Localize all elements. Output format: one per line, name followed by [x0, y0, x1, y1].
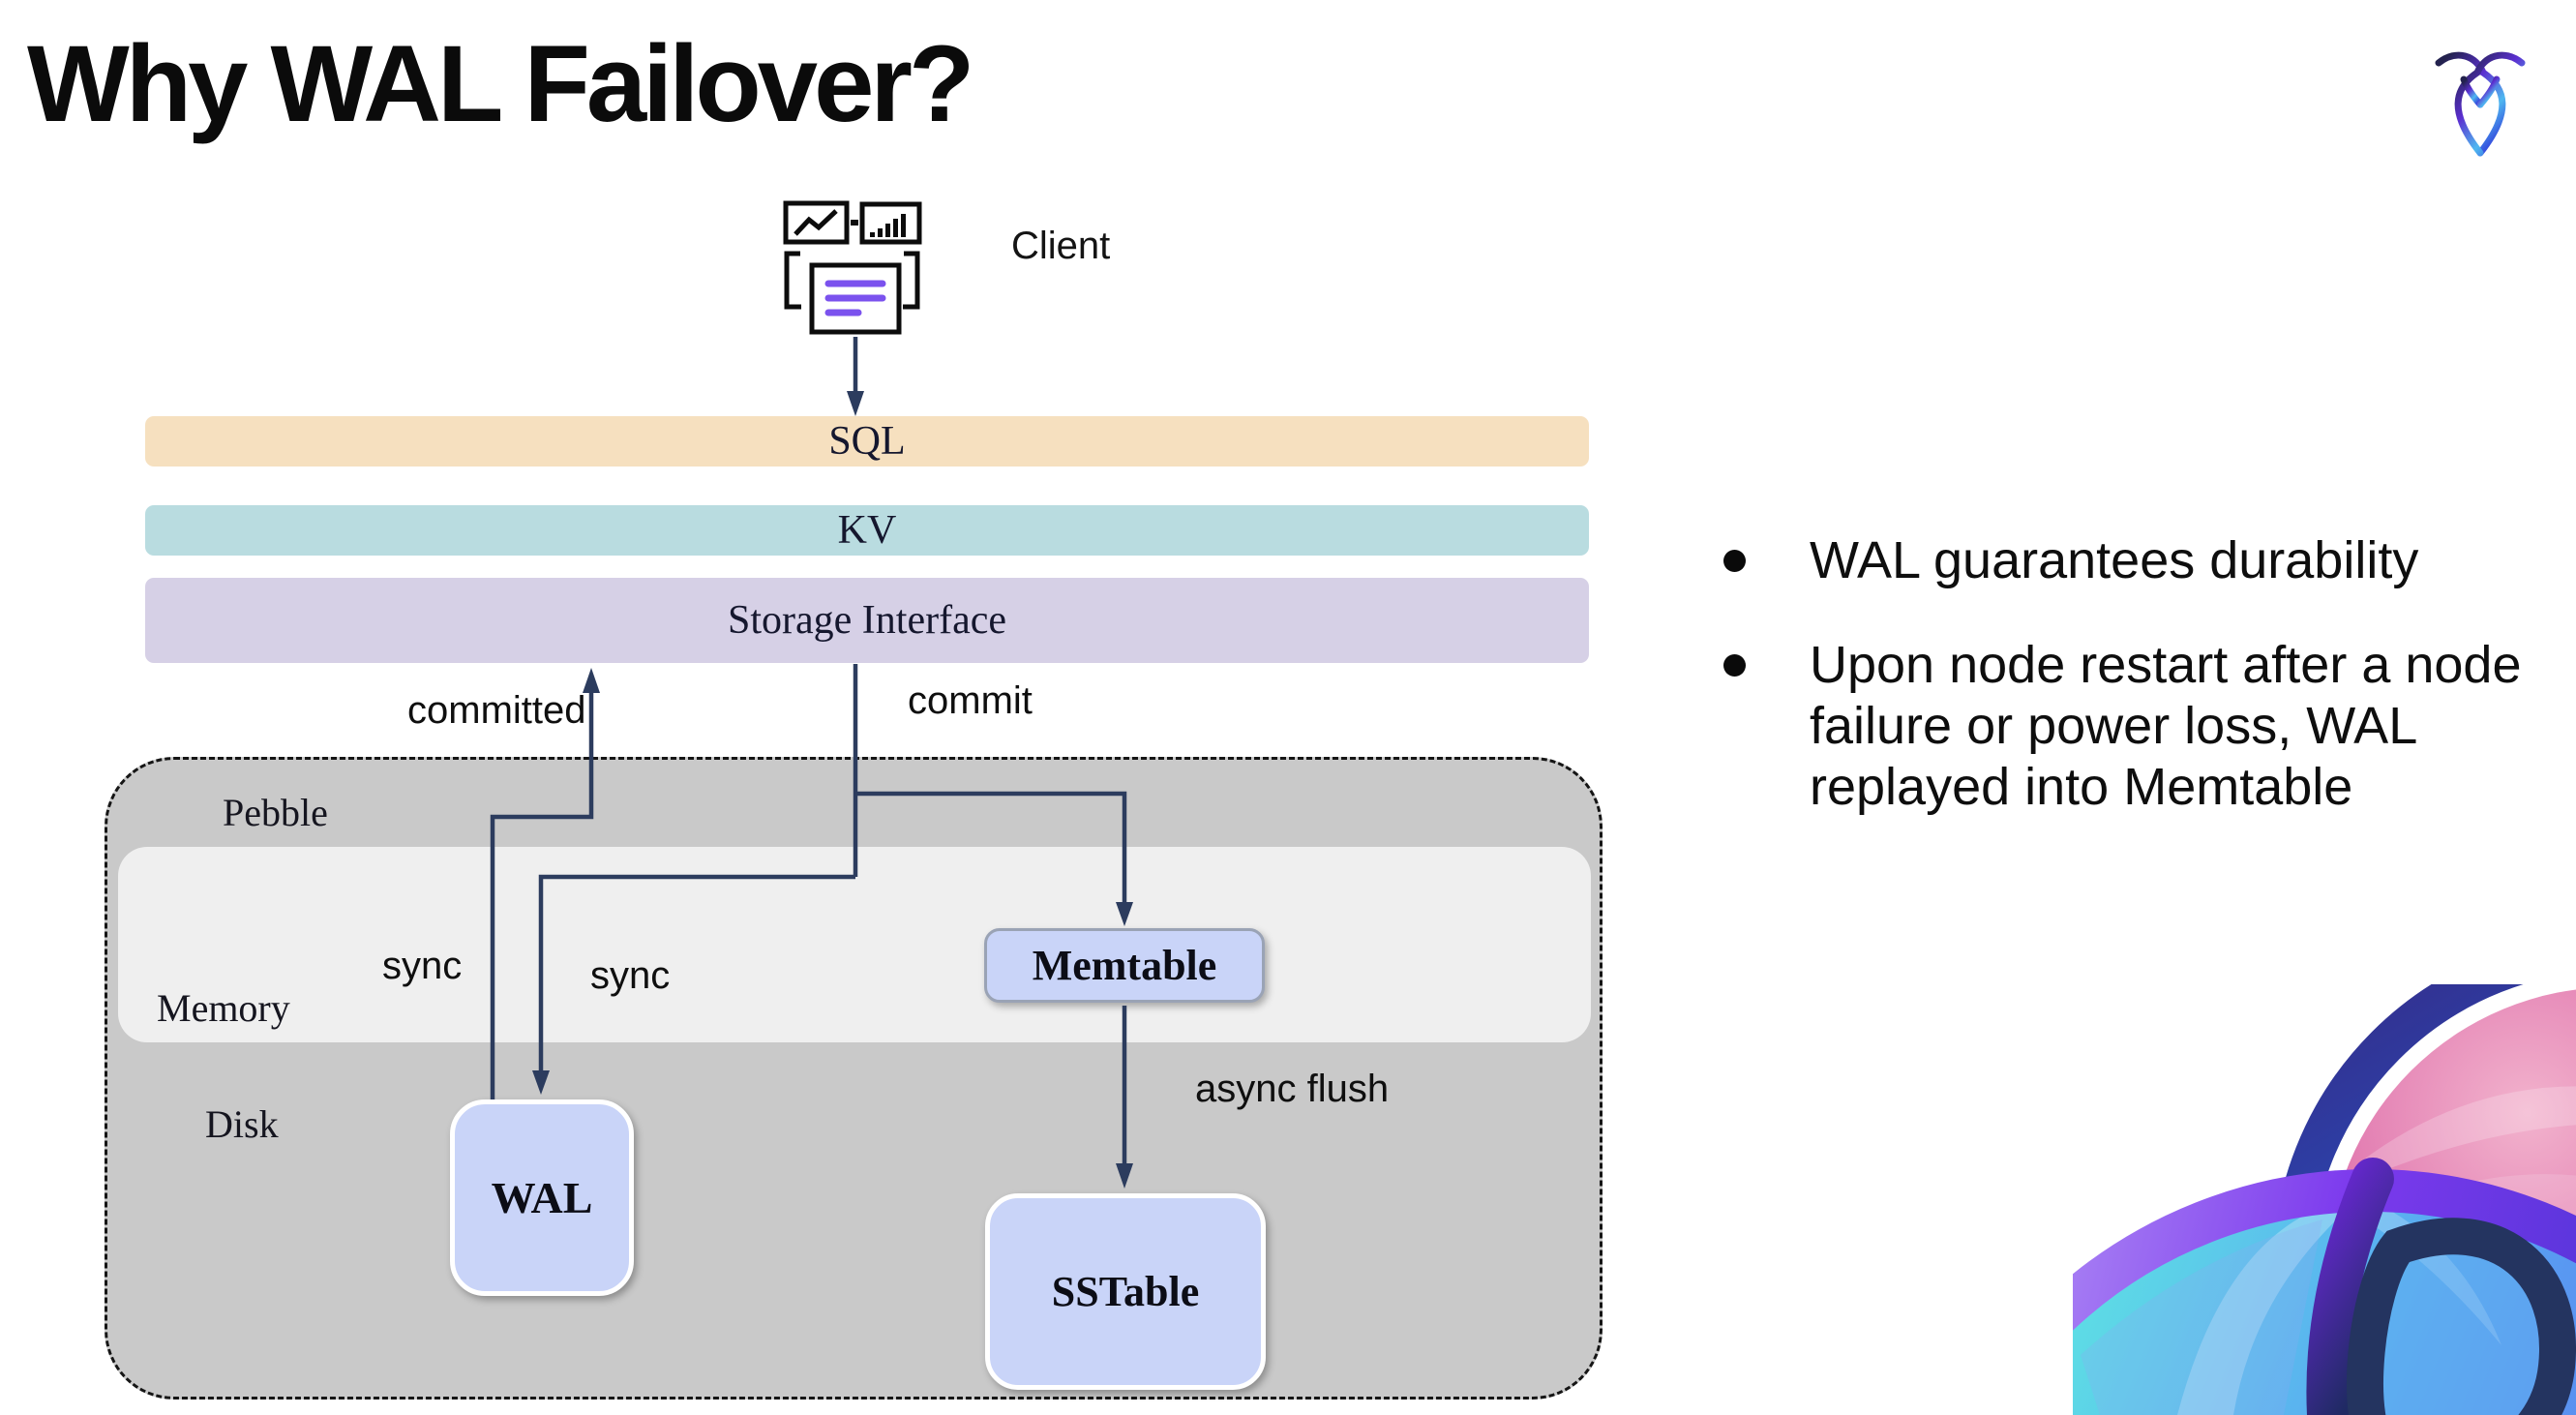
- arrowhead-client: [847, 391, 864, 416]
- wal-node-label: WAL: [491, 1173, 593, 1222]
- memory-label: Memory: [157, 986, 290, 1030]
- disk-label: Disk: [205, 1102, 279, 1146]
- bullet-icon: [1723, 654, 1746, 677]
- bar-chart-icon: [859, 201, 922, 245]
- client-icon: [783, 200, 922, 335]
- document-text-lines: [824, 280, 886, 316]
- layer-storage-interface-label: Storage Interface: [728, 598, 1006, 643]
- list-item: Upon node restart after a node failure o…: [1716, 635, 2545, 818]
- layer-sql: SQL: [145, 416, 1589, 467]
- layer-kv: KV: [145, 505, 1589, 556]
- page-title: Why WAL Failover?: [27, 23, 974, 144]
- edge-label-committed: committed: [407, 689, 586, 732]
- memtable-node: Memtable: [984, 928, 1265, 1003]
- bullet-text: WAL guarantees durability: [1810, 531, 2419, 589]
- line-chart-icon: [783, 200, 850, 245]
- cockroachdb-brand-art-icon: [2073, 984, 2576, 1415]
- document-icon: [784, 251, 920, 335]
- client-label: Client: [1011, 225, 1111, 267]
- bullet-icon: [1723, 550, 1746, 572]
- layer-storage-interface: Storage Interface: [145, 578, 1589, 663]
- memory-band: [118, 847, 1591, 1042]
- wal-node: WAL: [450, 1099, 634, 1296]
- bullet-list: WAL guarantees durability Upon node rest…: [1716, 530, 2548, 818]
- bullet-text: Upon node restart after a node failure o…: [1810, 636, 2522, 816]
- layer-sql-label: SQL: [828, 419, 906, 464]
- list-item: WAL guarantees durability: [1716, 530, 2545, 591]
- edge-label-sync-right: sync: [590, 954, 671, 997]
- sstable-node: SSTable: [985, 1193, 1266, 1390]
- edge-label-async-flush: async flush: [1195, 1068, 1390, 1110]
- dash-connector: [851, 220, 858, 226]
- memtable-node-label: Memtable: [1032, 942, 1217, 989]
- cockroachdb-logo-icon: [2435, 51, 2526, 157]
- brand-corner-decoration: [2073, 984, 2576, 1415]
- pebble-label: Pebble: [223, 791, 328, 834]
- edge-label-commit: commit: [908, 679, 1033, 722]
- edge-label-sync-left: sync: [382, 945, 463, 987]
- sstable-node-label: SSTable: [1051, 1268, 1200, 1315]
- layer-kv-label: KV: [837, 508, 897, 553]
